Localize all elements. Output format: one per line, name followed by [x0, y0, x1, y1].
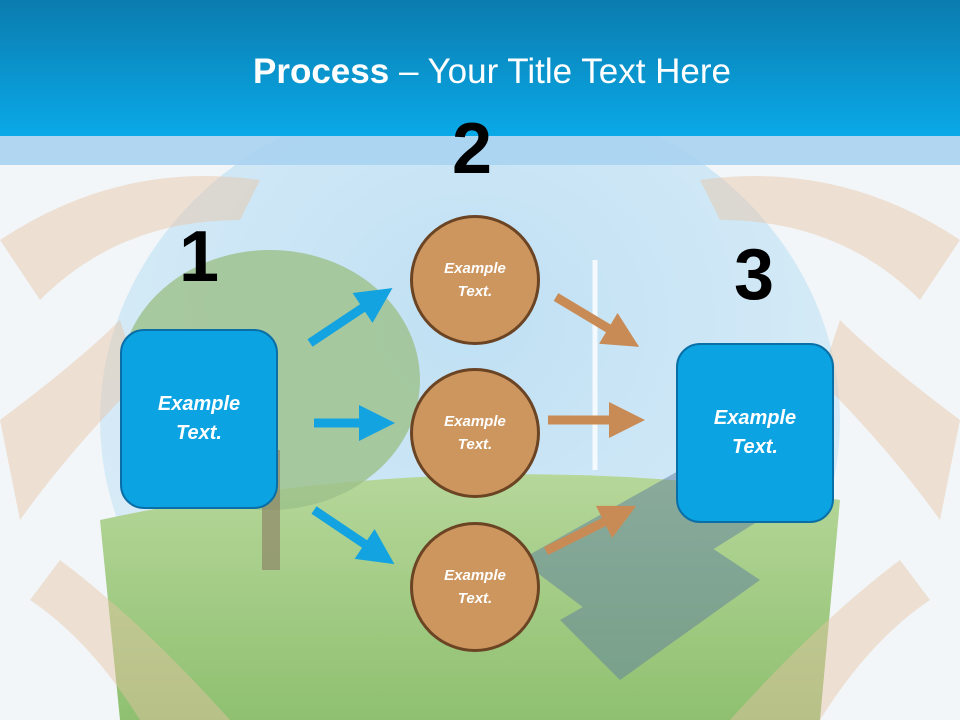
box1-line2: Text.: [176, 422, 222, 444]
box3-line2: Text.: [732, 436, 778, 458]
circle-2-line2: Text.: [457, 436, 493, 453]
step-number-3: 3: [733, 235, 775, 315]
arrow-to-circle-1: [307, 288, 393, 347]
arrow-from-circle-3: [543, 505, 637, 556]
title-bar: [0, 0, 960, 136]
circle-2-line1: Example: [444, 413, 506, 430]
circle-1-line2: Text.: [457, 283, 493, 300]
title-bold: Process: [253, 52, 390, 91]
box3-line1: Example: [713, 407, 797, 429]
arrow-from-circle-1: [553, 293, 640, 347]
step-number-1: 1: [178, 217, 220, 297]
circle-3-line2: Text.: [457, 590, 493, 607]
step-number-2: 2: [451, 109, 493, 189]
header-band: [0, 136, 960, 165]
circle-1-line1: Example: [444, 260, 506, 277]
arrow-to-circle-3: [311, 506, 395, 565]
circle-3-line1: Example: [444, 567, 506, 584]
slide-title: Process – Your Title Text Here: [0, 52, 960, 92]
box1-line1: Example: [157, 393, 241, 415]
title-rest: – Your Title Text Here: [389, 52, 731, 91]
